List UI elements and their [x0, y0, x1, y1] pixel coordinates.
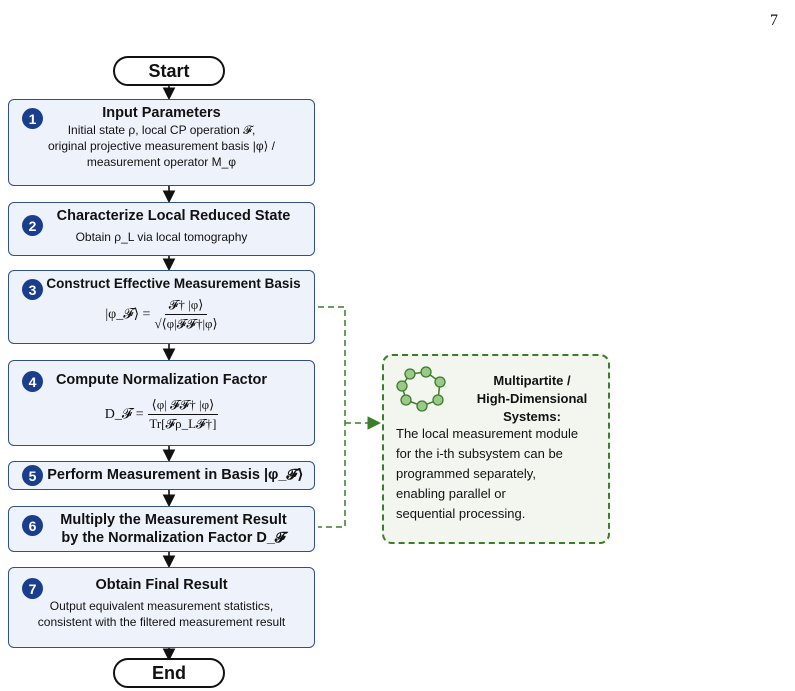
step-1-box: 1 Input Parameters Initial state ρ, loca… [8, 99, 315, 186]
step-3-title: Construct Effective Measurement Basis [46, 276, 301, 291]
step-4-badge: 4 [22, 371, 43, 392]
start-terminal: Start [113, 56, 225, 86]
step-6-badge: 6 [22, 515, 43, 536]
side-panel-line: sequential processing. [396, 506, 526, 521]
step-3-badge: 3 [22, 279, 43, 300]
step-3-box: 3 Construct Effective Measurement Basis … [8, 270, 315, 344]
step-4-formula-num: ⟨φ| 𝓕𝓕† |φ⟩ [147, 397, 219, 415]
side-panel-title-line1: Multipartite / [493, 373, 571, 388]
step-1-line1: Initial state ρ, local CP operation 𝓕, [67, 123, 256, 137]
step-6-title-line1: Multiply the Measurement Result [60, 512, 287, 528]
side-panel-body: The local measurement module for the i-t… [396, 424, 606, 524]
end-terminal: End [113, 658, 225, 688]
step-4-box: 4 Compute Normalization Factor D_𝓕 = ⟨φ|… [8, 360, 315, 446]
step-4-formula-den: Tr[𝓕ρ_L𝓕†] [149, 416, 217, 431]
step-2-badge: 2 [22, 215, 43, 236]
side-panel-line: The local measurement module [396, 426, 579, 441]
step-7-line1: Output equivalent measurement statistics… [49, 599, 274, 613]
step-3-formula: |φ_𝓕⟩ = 𝓕† |φ⟩ √⟨φ|𝓕𝓕†|φ⟩ [9, 297, 314, 332]
step-5-box: 5 Perform Measurement in Basis |φ_𝓕⟩ [8, 461, 315, 490]
multipartite-panel: Multipartite / High-Dimensional Systems:… [382, 354, 610, 544]
network-icon [396, 366, 446, 412]
step-1-line3: measurement operator M_φ [86, 155, 237, 169]
step-5-badge: 5 [22, 465, 43, 486]
step-1-title: Input Parameters [102, 105, 221, 121]
dashed-bracket [318, 306, 346, 528]
step-3-formula-num: 𝓕† |φ⟩ [164, 297, 208, 315]
side-panel-title: Multipartite / High-Dimensional Systems: [452, 372, 612, 426]
step-2-line1: Obtain ρ_L via local tomography [75, 230, 248, 244]
page-number: 7 [770, 12, 778, 29]
step-7-line2: consistent with the filtered measurement… [37, 615, 286, 629]
step-7-title: Obtain Final Result [95, 577, 228, 593]
start-label: Start [148, 60, 190, 81]
step-7-badge: 7 [22, 578, 43, 599]
side-panel-line: enabling parallel or [396, 486, 506, 501]
step-3-formula-lhs: |φ_𝓕⟩ = [105, 307, 151, 322]
step-3-formula-den: √⟨φ|𝓕𝓕†|φ⟩ [154, 316, 218, 331]
step-6-box: 6 Multiply the Measurement Result by the… [8, 506, 315, 552]
side-panel-title-line2: High-Dimensional Systems: [476, 391, 588, 424]
step-2-title: Characterize Local Reduced State [56, 208, 291, 224]
side-panel-line: programmed separately, [396, 466, 536, 481]
step-2-box: 2 Characterize Local Reduced State Obtai… [8, 202, 315, 256]
step-1-line2: original projective measurement basis |φ… [47, 139, 275, 153]
side-panel-line: for the i-th subsystem can be [396, 446, 563, 461]
step-1-badge: 1 [22, 108, 43, 129]
step-4-title: Compute Normalization Factor [55, 372, 268, 388]
step-6-title-line2: by the Normalization Factor D_𝓕 [61, 530, 286, 546]
step-5-title: Perform Measurement in Basis |φ_𝓕⟩ [47, 467, 304, 483]
step-4-formula: D_𝓕 = ⟨φ| 𝓕𝓕† |φ⟩ Tr[𝓕ρ_L𝓕†] [9, 397, 314, 432]
end-label: End [152, 662, 186, 683]
step-4-formula-lhs: D_𝓕 = [104, 406, 144, 422]
step-7-box: 7 Obtain Final Result Output equivalent … [8, 567, 315, 648]
